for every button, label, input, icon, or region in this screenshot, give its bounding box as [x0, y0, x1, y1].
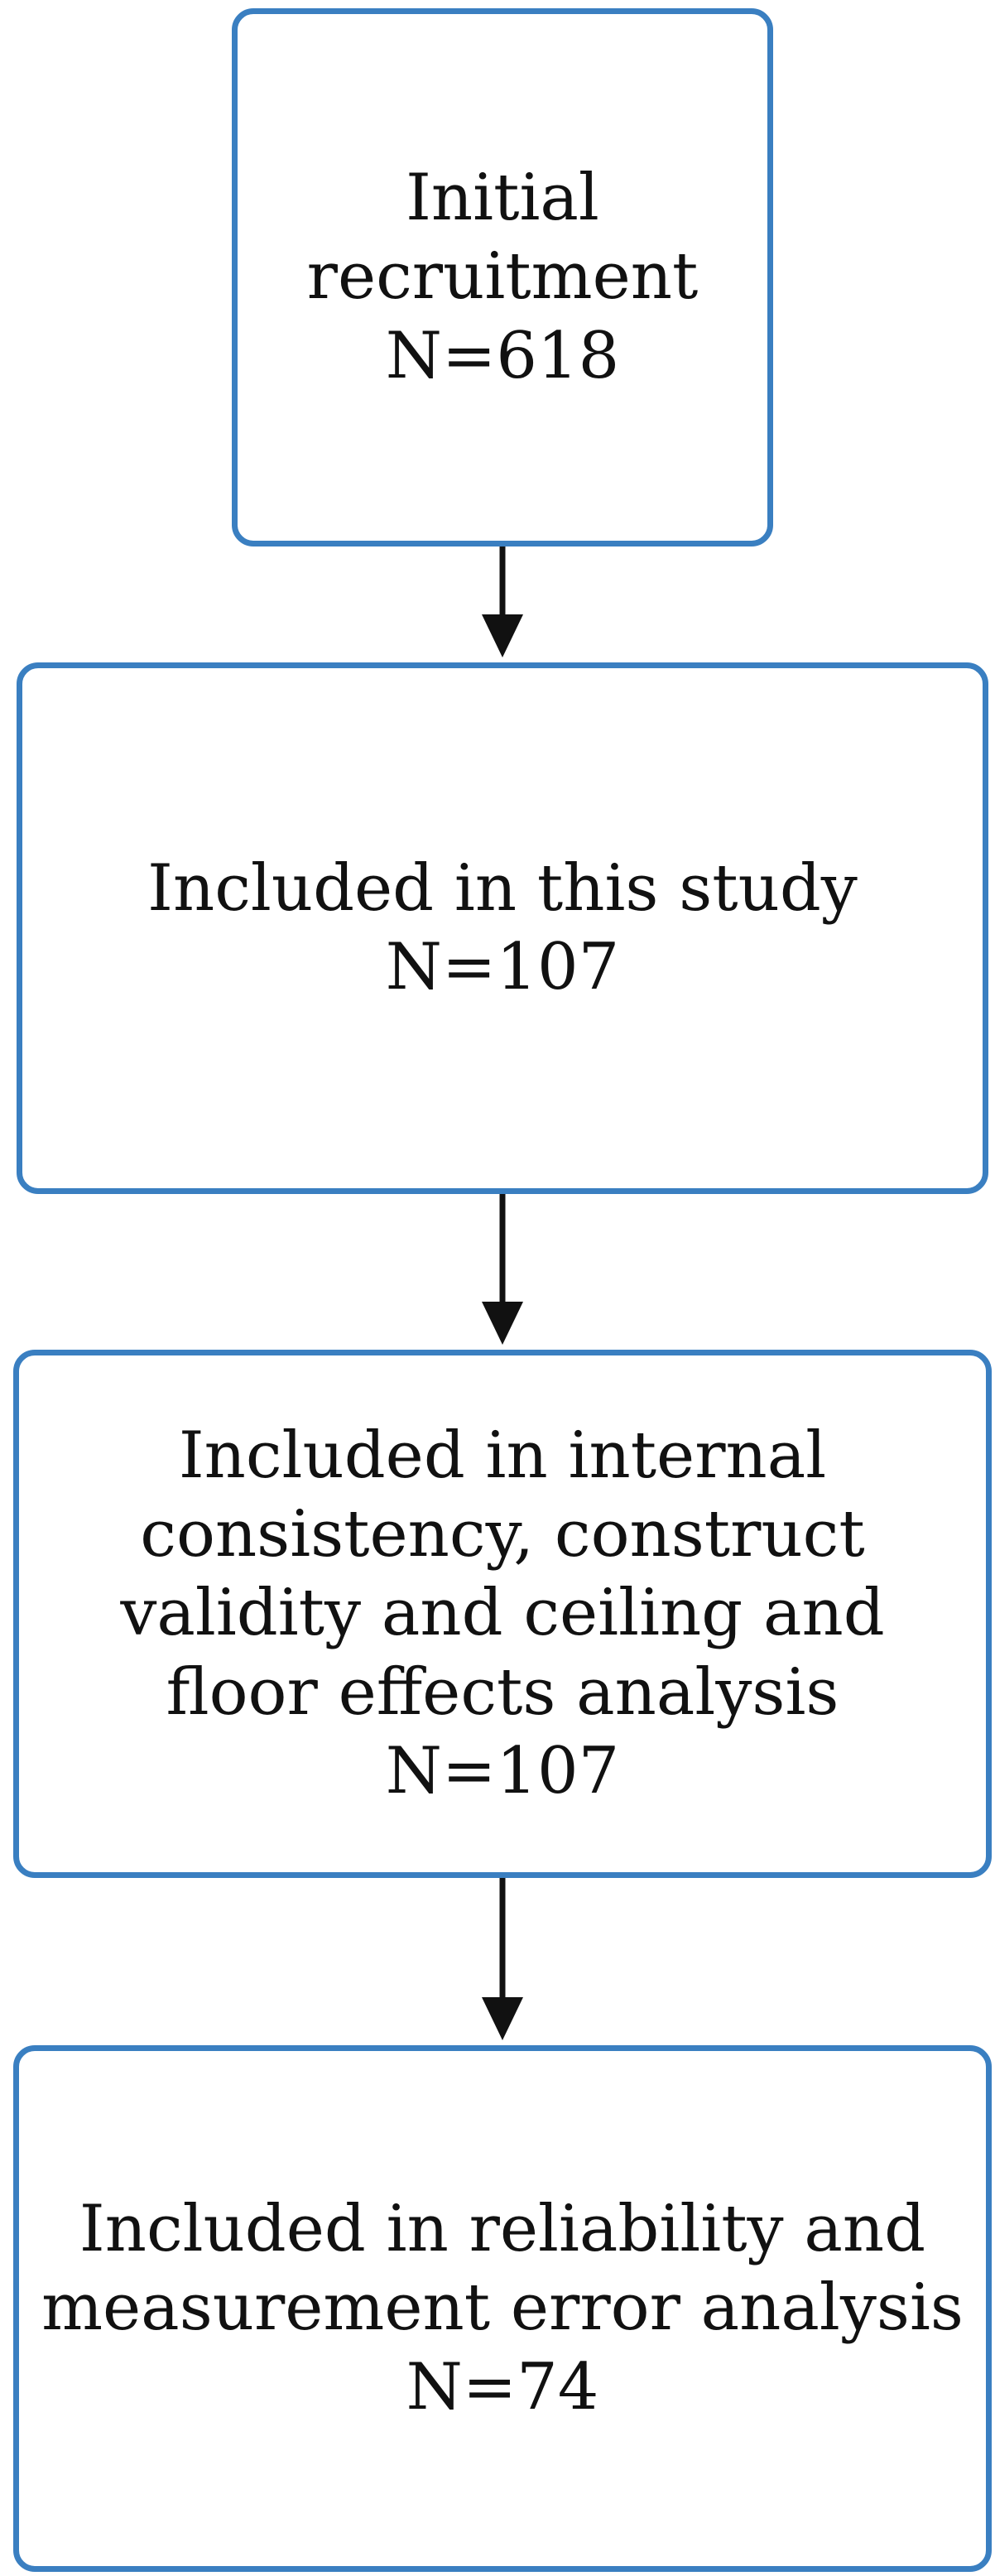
arrow-1-to-2	[482, 546, 523, 657]
step-3-line-4: floor effects analysis	[166, 1654, 839, 1730]
step-3-count: N=107	[385, 1733, 620, 1808]
step-2-count: N=107	[385, 930, 620, 1004]
step-3-line-1: Included in internal	[178, 1418, 827, 1494]
step-2-line-1: Included in this study	[147, 850, 858, 926]
step-1-line-1: Initial	[406, 161, 599, 236]
step-internal-consistency-box: Included in internal consistency, constr…	[13, 1350, 992, 1878]
step-included-in-study-box: Included in this study N=107	[17, 662, 988, 1194]
step-4-count: N=74	[406, 2349, 599, 2424]
arrow-2-to-3	[482, 1194, 523, 1345]
step-reliability-box: Included in reliability and measurement …	[13, 2045, 992, 2572]
arrow-3-to-4	[482, 1878, 523, 2040]
step-3-line-3: validity and ceiling and	[120, 1576, 885, 1651]
step-initial-recruitment-box: Initial recruitment N=618	[232, 8, 773, 546]
step-4-line-2: measurement error analysis	[41, 2270, 964, 2346]
step-4-line-1: Included in reliability and	[79, 2192, 926, 2267]
step-3-line-2: consistency, construct	[140, 1497, 865, 1572]
step-1-line-2: recruitment	[306, 239, 699, 315]
step-1-count: N=618	[385, 318, 620, 393]
